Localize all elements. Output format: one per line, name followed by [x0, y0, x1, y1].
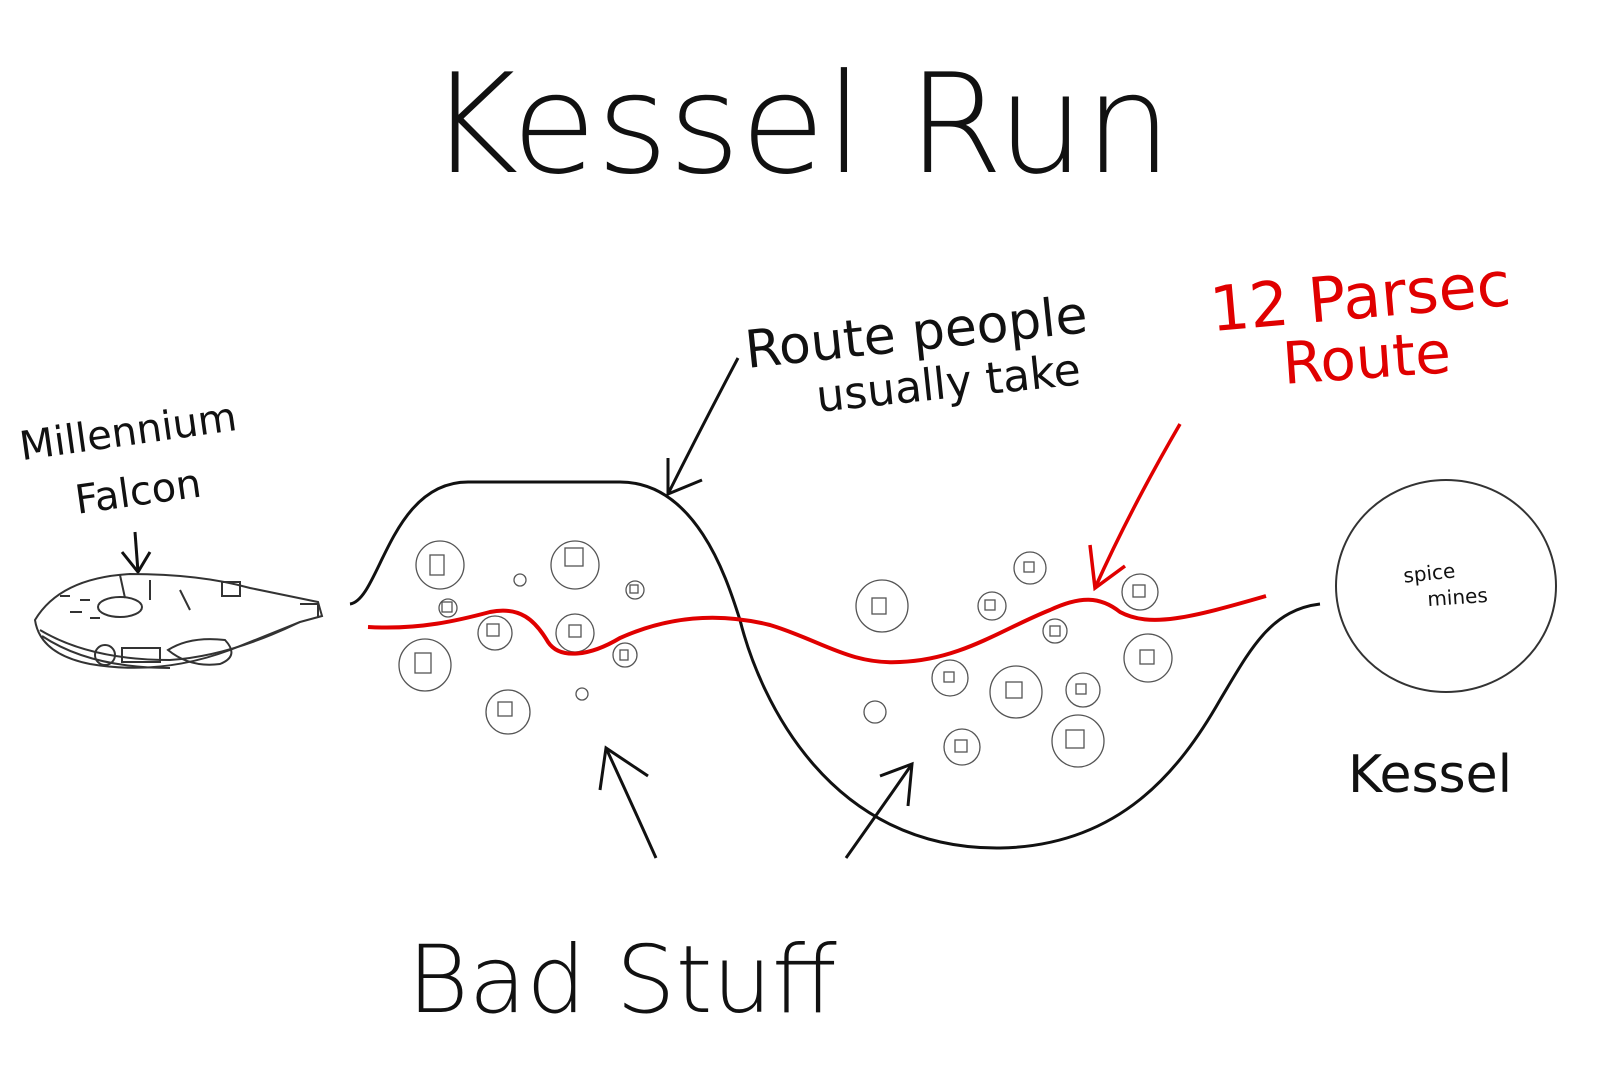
ship-arrow [120, 531, 152, 575]
planet-inner-label-line1: spice [1402, 558, 1456, 587]
short-route-arrow [1088, 423, 1182, 592]
usual-route-arrow [666, 357, 740, 497]
short-route-label-line2: Route [1280, 318, 1453, 398]
asteroid-field [398, 540, 1173, 768]
usual-route-path [349, 480, 1321, 850]
hazard-label: Bad Stuff [407, 926, 837, 1035]
planet-name-label: Kessel [1348, 745, 1512, 805]
twelve-parsec-route-path [367, 594, 1267, 665]
kessel-planet [1335, 479, 1557, 693]
ship-label-line2: Falcon [72, 461, 204, 524]
diagram-title: Kessel Run [428, 44, 1172, 205]
hazard-arrows [598, 745, 914, 859]
planet-inner-label-line2: mines [1427, 583, 1489, 611]
millennium-falcon-icon [33, 572, 324, 669]
ship-label-line1: Millennium [17, 394, 240, 470]
